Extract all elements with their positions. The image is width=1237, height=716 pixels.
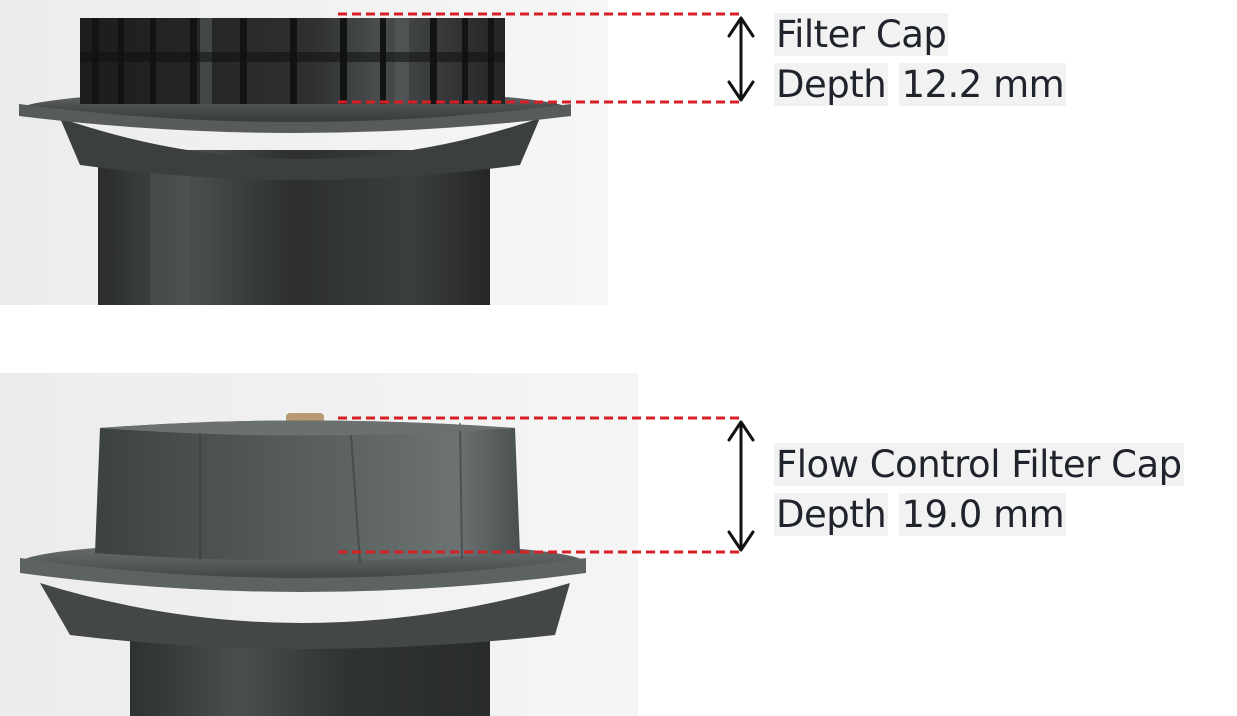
flow-control-filter-cap-label: Flow Control Filter Cap Depth 19.0 mm: [774, 440, 1184, 540]
filter-cap-photo: [0, 0, 608, 305]
filter-cap-guide-lines: [338, 12, 742, 104]
depth-value: 12.2 mm: [899, 63, 1067, 106]
filter-cap-label: Filter Cap Depth 12.2 mm: [774, 10, 1067, 110]
flow-control-depth-arrow: [727, 420, 755, 552]
depth-value: 19.0 mm: [899, 493, 1067, 536]
product-name: Filter Cap: [774, 13, 949, 56]
product-name: Flow Control Filter Cap: [774, 443, 1184, 486]
depth-label: Depth: [774, 493, 889, 536]
flow-control-filter-cap-photo: [0, 373, 638, 716]
flow-control-guide-lines: [338, 416, 742, 554]
filter-cap-depth-arrow: [727, 16, 755, 102]
depth-label: Depth: [774, 63, 889, 106]
